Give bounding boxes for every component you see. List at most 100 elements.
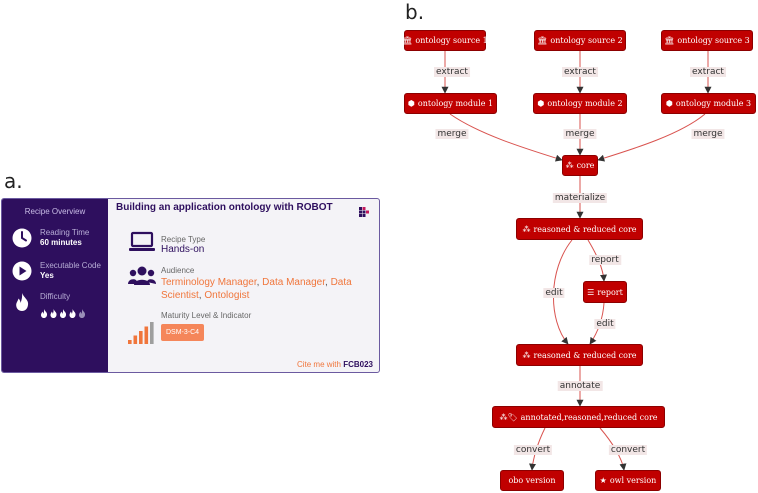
recipe-type-value: Hands-on: [161, 244, 205, 255]
node-ontology-source-1[interactable]: 🏛ontology source 1: [402, 30, 488, 51]
edge-label-materialize: materialize: [552, 193, 608, 203]
institution-icon: 🏛: [537, 36, 548, 45]
node-core[interactable]: ⁂core: [562, 155, 598, 176]
edge-label-convert: convert: [608, 445, 648, 455]
clock-icon: [12, 228, 32, 248]
signal-bar-inactive: [150, 322, 154, 344]
node-ontology-source-2[interactable]: 🏛ontology source 2: [534, 30, 626, 51]
laptop-icon: [129, 231, 155, 251]
signal-bar-active: [128, 340, 132, 344]
executable-code-label: Executable Code: [40, 261, 101, 270]
edge-label-convert: convert: [513, 445, 553, 455]
maturity-signal-icon: [128, 322, 154, 344]
recipe-card: Recipe Overview Reading Time 60 minutes …: [1, 198, 380, 373]
edge-label-merge: merge: [435, 129, 469, 139]
difficulty-rating: [40, 303, 88, 318]
fairplus-logo-icon: [359, 207, 369, 217]
audience-link[interactable]: Data Scientist: [161, 277, 352, 301]
panel-a-label: a.: [4, 169, 23, 193]
edge-merge-1: [449, 113, 563, 162]
recipe-type-label: Recipe Type: [161, 235, 206, 244]
recipe-overview-sidebar: Recipe Overview Reading Time 60 minutes …: [2, 199, 108, 372]
edge-label-extract: extract: [434, 67, 470, 77]
edge-label-annotate: annotate: [557, 381, 603, 391]
cubes-icon: ⁂: [522, 224, 531, 234]
node-label: ontology module 3: [675, 99, 752, 108]
node-ontology-module-3[interactable]: ⬢ontology module 3: [661, 93, 756, 114]
node-ontology-module-2[interactable]: ⬢ontology module 2: [533, 93, 627, 114]
node-label: report: [597, 287, 623, 297]
node-report[interactable]: ☰report: [583, 281, 627, 303]
edge-label-report: report: [589, 255, 621, 265]
node-reasoned-reduced-core-1[interactable]: ⁂reasoned & reduced core: [516, 218, 643, 240]
signal-bar-active: [133, 335, 138, 344]
executable-code-item: Executable Code Yes: [12, 261, 108, 291]
cite-prefix: Cite me with: [296, 360, 341, 369]
edge-label-edit: edit: [594, 319, 616, 329]
users-icon: [128, 266, 156, 285]
audience-link[interactable]: Ontologist: [204, 290, 250, 301]
flame-filled-icon: [69, 309, 76, 318]
signal-bar-active: [139, 331, 143, 344]
audience-link[interactable]: Data Manager: [262, 277, 325, 288]
cube-icon: ⬢: [407, 99, 415, 108]
node-reasoned-reduced-core-2[interactable]: ⁂reasoned & reduced core: [516, 344, 643, 366]
node-label: ontology source 1: [415, 36, 488, 45]
audience-label: Audience: [161, 266, 195, 275]
cubes-tag-icon: ⁂🏷: [499, 412, 518, 422]
list-icon: ☰: [587, 287, 595, 297]
cubes-icon: ⁂: [565, 161, 574, 170]
edge-merge-3: [597, 113, 706, 162]
recipe-main: Building an application ontology with RO…: [108, 199, 379, 372]
executable-code-value: Yes: [40, 271, 54, 280]
node-ontology-module-1[interactable]: ⬢ontology module 1: [404, 93, 497, 114]
cite-line: Cite me with FCB023: [297, 360, 373, 369]
difficulty-label: Difficulty: [40, 292, 71, 301]
signal-bar-active: [144, 326, 149, 344]
edge-label-edit: edit: [543, 288, 565, 298]
flame-empty-icon: [78, 309, 86, 318]
cube-icon: ⬢: [665, 99, 673, 108]
edge-label-extract: extract: [690, 67, 726, 77]
node-label: reasoned & reduced core: [533, 224, 637, 234]
node-label: ontology source 3: [677, 36, 750, 45]
edge-label-merge: merge: [563, 129, 597, 139]
star-icon: ★: [599, 476, 607, 485]
node-label: reasoned & reduced core: [533, 350, 637, 360]
play-icon: [12, 261, 32, 281]
recipe-title: Building an application ontology with RO…: [116, 202, 333, 213]
reading-time-value: 60 minutes: [40, 238, 82, 247]
node-obo-version[interactable]: obo version: [500, 470, 564, 491]
edge-label-merge: merge: [691, 129, 725, 139]
cite-id[interactable]: FCB023: [343, 360, 373, 369]
cubes-icon: ⁂: [522, 350, 531, 360]
node-label: ontology module 1: [417, 99, 494, 108]
flame-filled-icon: [50, 309, 57, 318]
maturity-label: Maturity Level & Indicator: [161, 311, 252, 320]
maturity-badge[interactable]: DSM-3-C4: [161, 324, 204, 341]
node-owl-version[interactable]: ★owl version: [595, 470, 661, 491]
reading-time-item: Reading Time 60 minutes: [12, 228, 108, 258]
node-label: obo version: [508, 476, 556, 485]
difficulty-item: Difficulty: [12, 292, 108, 322]
institution-icon: 🏛: [402, 36, 413, 45]
node-ontology-source-3[interactable]: 🏛ontology source 3: [661, 30, 753, 51]
reading-time-label: Reading Time: [40, 228, 90, 237]
flame-filled-icon: [59, 309, 67, 318]
institution-icon: 🏛: [664, 36, 675, 45]
node-label: annotated,reasoned,reduced core: [520, 412, 658, 422]
cube-icon: ⬢: [537, 99, 545, 108]
panel-b-label: b.: [405, 0, 425, 24]
difficulty-flames: [40, 309, 86, 318]
node-label: core: [576, 161, 595, 170]
node-label: ontology module 2: [547, 99, 623, 108]
edge-label-extract: extract: [562, 67, 598, 77]
audience-link[interactable]: Terminology Manager: [161, 277, 257, 288]
audience-list: Terminology Manager, Data Manager, Data …: [161, 277, 352, 301]
sidebar-header: Recipe Overview: [24, 207, 86, 216]
node-annotated-reasoned-reduced-core[interactable]: ⁂🏷annotated,reasoned,reduced core: [492, 406, 665, 428]
flame-filled-icon: [40, 309, 48, 318]
node-label: ontology source 2: [550, 36, 623, 45]
node-label: owl version: [609, 476, 657, 485]
flame-icon: [16, 293, 29, 311]
